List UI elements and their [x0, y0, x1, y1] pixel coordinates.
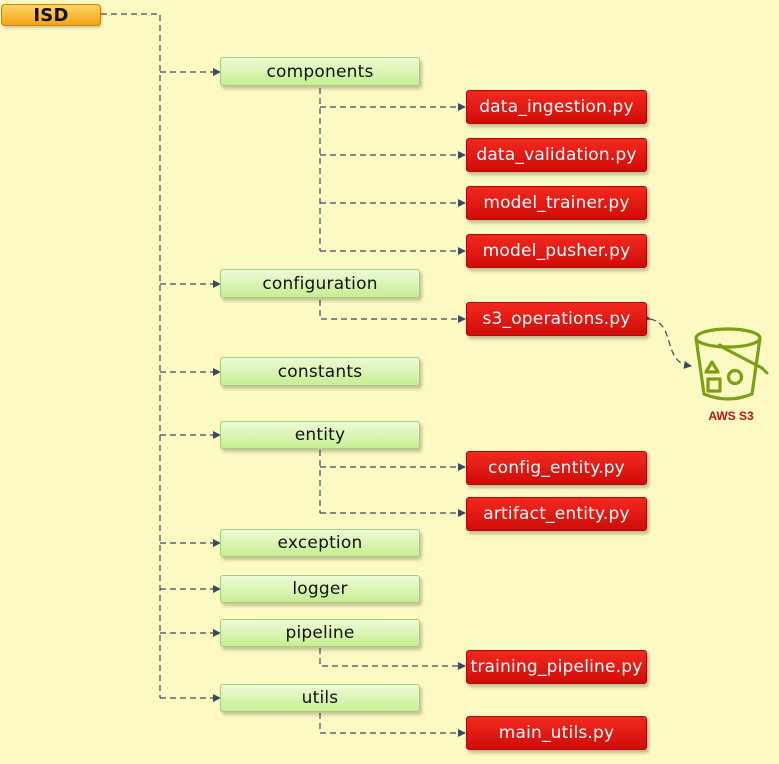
root-label: ISD [33, 4, 69, 26]
file-label: artifact_entity.py [483, 504, 630, 524]
folder-label: entity [294, 425, 346, 445]
file-label: data_validation.py [476, 145, 637, 165]
aws-s3-bucket-icon [694, 327, 769, 401]
file-data-ingestion: data_ingestion.py [466, 90, 647, 124]
file-artifact-entity: artifact_entity.py [466, 497, 647, 531]
folder-components: components [220, 57, 420, 86]
file-label: model_pusher.py [482, 241, 631, 261]
file-label: model_trainer.py [483, 193, 630, 213]
folder-utils: utils [220, 684, 420, 712]
folder-logger: logger [220, 575, 420, 603]
folder-label: components [266, 61, 374, 82]
folder-label: configuration [262, 273, 378, 294]
file-label: config_entity.py [488, 458, 625, 478]
file-training-pipeline: training_pipeline.py [466, 650, 647, 684]
file-label: main_utils.py [498, 723, 615, 743]
file-main-utils: main_utils.py [466, 716, 647, 750]
file-label: training_pipeline.py [470, 657, 643, 677]
folder-label: utils [301, 688, 339, 708]
folder-configuration: configuration [220, 269, 420, 298]
folder-entity: entity [220, 421, 420, 449]
folder-label: logger [292, 579, 348, 599]
root-node: ISD [1, 4, 101, 26]
folder-label: pipeline [285, 623, 355, 643]
folder-label: constants [277, 361, 363, 382]
file-label: data_ingestion.py [479, 97, 634, 117]
folder-pipeline: pipeline [220, 619, 420, 647]
file-s3-operations: s3_operations.py [466, 302, 647, 336]
root-trunk-line [101, 13, 161, 698]
folder-constants: constants [220, 357, 420, 386]
connector-s3-operations [319, 300, 466, 323]
aws-s3-label: AWS S3 [708, 409, 754, 423]
connector-aws-s3 [642, 313, 692, 369]
file-data-validation: data_validation.py [466, 138, 647, 172]
file-model-pusher: model_pusher.py [466, 234, 647, 268]
folder-exception: exception [220, 529, 420, 557]
connector-training-pipeline [319, 648, 466, 670]
folder-label: exception [277, 533, 363, 553]
connector-main-utils [319, 713, 466, 737]
file-config-entity: config_entity.py [466, 451, 647, 485]
file-label: s3_operations.py [482, 309, 631, 329]
file-model-trainer: model_trainer.py [466, 186, 647, 220]
